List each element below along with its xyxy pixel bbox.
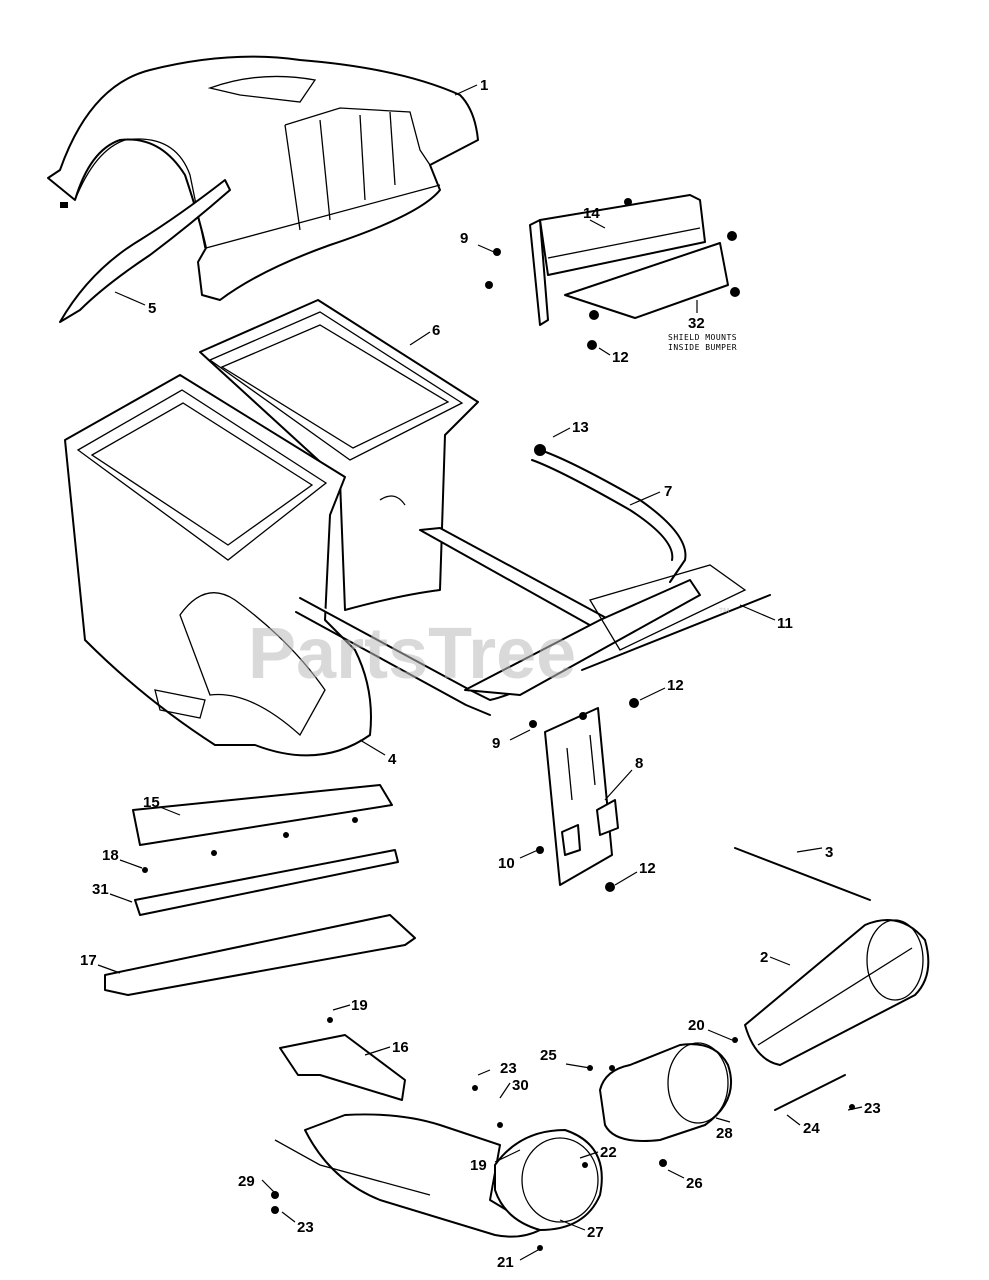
part-27-chute[interactable] [274, 1113, 603, 1238]
label-3[interactable]: 3 [825, 844, 833, 861]
label-17[interactable]: 17 [80, 952, 97, 969]
part-11-rod[interactable] [581, 564, 771, 671]
label-12a[interactable]: 12 [612, 349, 629, 366]
hardware-14 [485, 198, 740, 350]
part-7-frame[interactable] [295, 444, 701, 716]
note-line-1: SHIELD MOUNTS [668, 333, 737, 342]
part-1-cover[interactable] [47, 55, 479, 301]
watermark: PartsTree [248, 614, 576, 694]
part-28-tube[interactable] [599, 1042, 733, 1142]
label-22[interactable]: 22 [600, 1144, 617, 1161]
label-18[interactable]: 18 [102, 847, 119, 864]
label-23a[interactable]: 23 [500, 1060, 517, 1077]
label-26[interactable]: 26 [686, 1175, 703, 1192]
hardware-misc [271, 698, 855, 1251]
part-2-tube[interactable] [744, 919, 930, 1066]
label-27[interactable]: 27 [587, 1224, 604, 1241]
part-4-bag-left[interactable] [64, 374, 372, 757]
label-31[interactable]: 31 [92, 881, 109, 898]
label-4[interactable]: 4 [388, 751, 397, 768]
label-14[interactable]: 14 [583, 205, 600, 222]
label-23c[interactable]: 23 [864, 1100, 881, 1117]
label-30[interactable]: 30 [512, 1077, 529, 1094]
label-11[interactable]: 11 [777, 615, 793, 632]
label-8[interactable]: 8 [635, 755, 643, 772]
part-14-bracket[interactable] [529, 194, 706, 326]
label-24[interactable]: 24 [803, 1120, 820, 1137]
label-9a[interactable]: 9 [460, 230, 468, 247]
part-3-rod[interactable] [734, 847, 871, 901]
part-32-shield[interactable] [564, 242, 729, 319]
label-19a[interactable]: 19 [351, 997, 368, 1014]
label-6[interactable]: 6 [432, 322, 440, 339]
label-23b[interactable]: 23 [297, 1219, 314, 1236]
label-21[interactable]: 21 [497, 1254, 514, 1271]
label-19b[interactable]: 19 [470, 1157, 487, 1174]
label-2[interactable]: 2 [760, 949, 768, 966]
part-8-mount-plate[interactable] [544, 707, 619, 886]
leader-lines [97, 84, 863, 1261]
note-line-2: INSIDE BUMPER [668, 343, 737, 352]
label-12b[interactable]: 12 [667, 677, 684, 694]
label-7[interactable]: 7 [664, 483, 672, 500]
part-31-strip[interactable] [134, 849, 399, 916]
label-9b[interactable]: 9 [492, 735, 500, 752]
watermark-trademark: ™ [718, 605, 730, 619]
part-5-deflector[interactable] [59, 179, 231, 323]
label-32[interactable]: 32 [688, 315, 705, 332]
label-25[interactable]: 25 [540, 1047, 557, 1064]
part-16-bracket[interactable] [279, 1034, 406, 1101]
label-15[interactable]: 15 [143, 794, 160, 811]
hardware-strips [142, 817, 358, 873]
part-15-strip[interactable] [132, 784, 393, 846]
label-10[interactable]: 10 [498, 855, 515, 872]
label-5[interactable]: 5 [148, 300, 156, 317]
label-29[interactable]: 29 [238, 1173, 255, 1190]
part-6-bag-right[interactable] [199, 299, 479, 611]
part-24-rod[interactable] [774, 1074, 846, 1111]
label-13[interactable]: 13 [572, 419, 589, 436]
part-17-strip[interactable] [104, 914, 416, 996]
label-16[interactable]: 16 [392, 1039, 409, 1056]
label-12c[interactable]: 12 [639, 860, 656, 877]
part-labels: 1 5 6 9 14 32 12 13 7 11 12 9 8 10 12 4 … [80, 77, 881, 1271]
label-20[interactable]: 20 [688, 1017, 705, 1034]
label-1[interactable]: 1 [480, 77, 488, 94]
label-28[interactable]: 28 [716, 1125, 733, 1142]
